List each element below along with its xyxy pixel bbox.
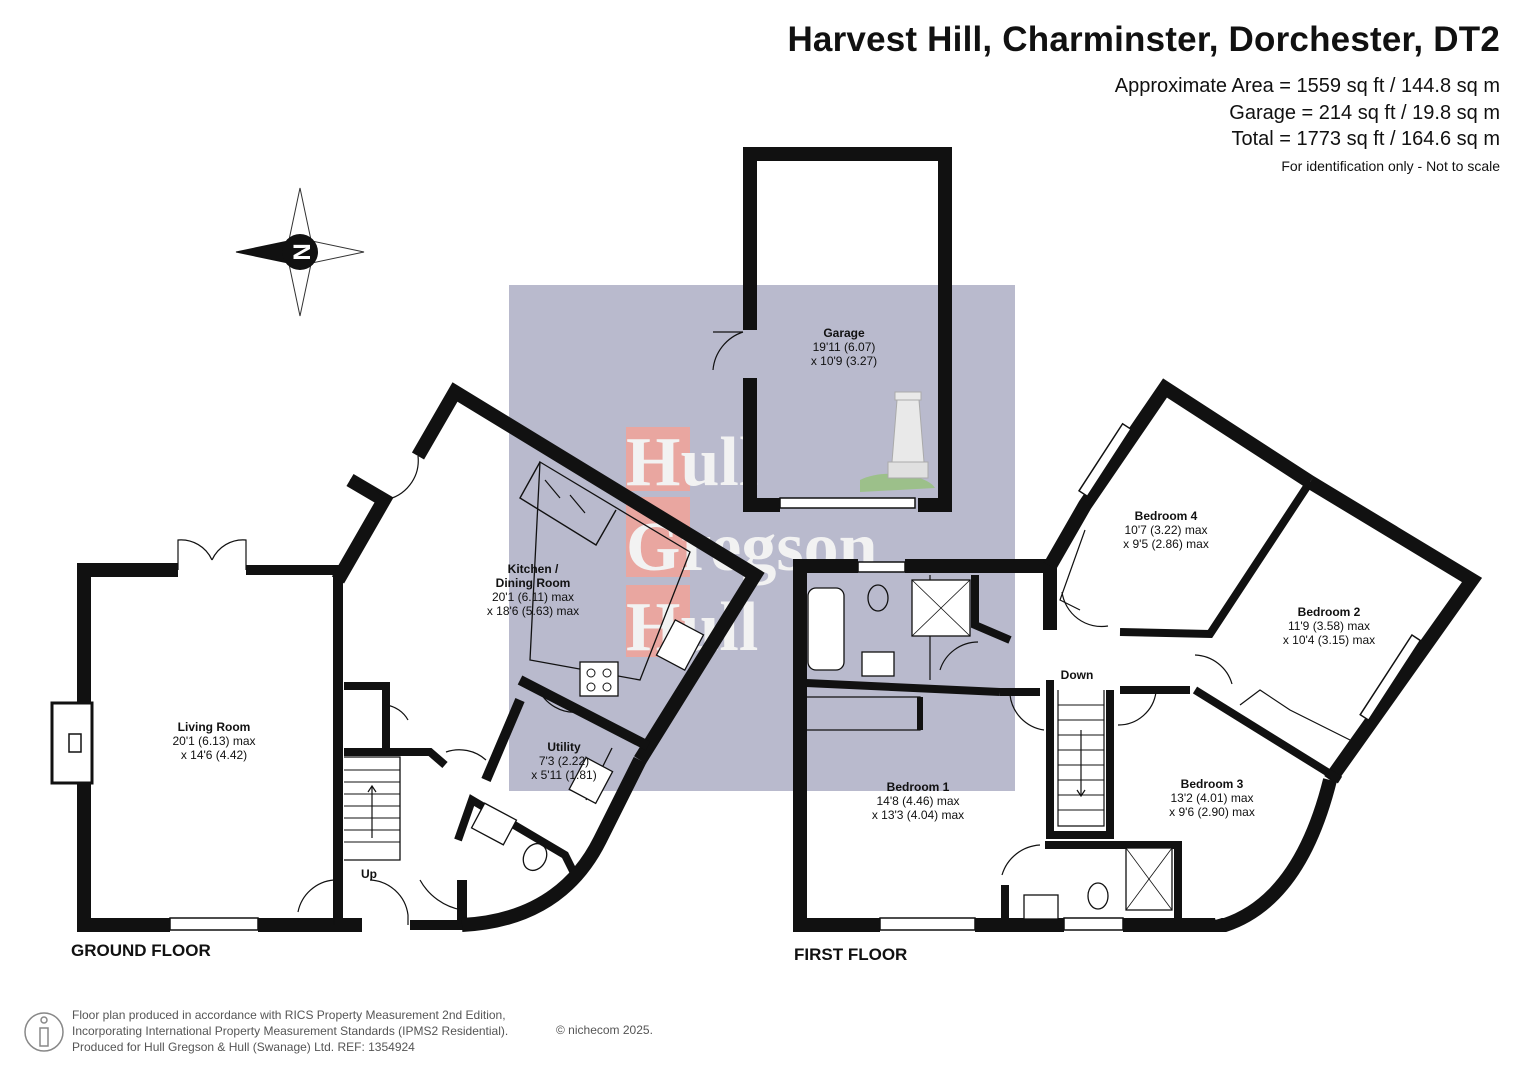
ground-floor-label: GROUND FLOOR (71, 941, 211, 960)
copyright: © nichecom 2025. (556, 1023, 653, 1037)
room-utility: Utility 7'3 (2.22) x 5'11 (1.81) (531, 740, 596, 782)
room-garage: Garage 19'11 (6.07) x 10'9 (3.27) (811, 326, 877, 368)
room-name: Bedroom 1 (886, 780, 950, 794)
room-dim: 13'2 (4.01) max (1170, 791, 1254, 805)
footer-person-icon (24, 1012, 64, 1052)
scale-note: For identification only - Not to scale (1281, 158, 1500, 174)
room-dim: x 10'4 (3.15) max (1282, 633, 1376, 647)
room-kitchen-dining: Kitchen / Dining Room 20'1 (6.11) max x … (487, 562, 579, 618)
room-dim: x 18'6 (5.63) max (486, 604, 580, 618)
footer-line: Produced for Hull Gregson & Hull (Swanag… (72, 1040, 415, 1054)
room-dim: x 5'11 (1.81) (531, 768, 597, 782)
room-name: Bedroom 2 (1297, 605, 1361, 619)
room-dim: x 9'5 (2.86) max (1123, 537, 1209, 551)
watermark-line-1: Hull (626, 424, 758, 501)
room-name: Utility (547, 740, 581, 754)
room-dim: 20'1 (6.13) max (172, 734, 256, 748)
room-bedroom-2: Bedroom 2 11'9 (3.58) max x 10'4 (3.15) … (1283, 605, 1375, 647)
walls (50, 147, 1483, 932)
footer-line: Incorporating International Property Mea… (72, 1024, 509, 1038)
room-dim: x 14'6 (4.42) (180, 748, 248, 762)
stairs-down-label: Down (1060, 668, 1094, 682)
room-dim: 11'9 (3.58) max (1287, 619, 1371, 633)
page-title: Harvest Hill, Charminster, Dorchester, D… (787, 20, 1500, 59)
room-name: Garage (823, 326, 865, 340)
first-floor-label: FIRST FLOOR (794, 945, 908, 964)
room-name: Kitchen / (507, 562, 559, 576)
monument-icon (860, 391, 935, 492)
approximate-area: Approximate Area = 1559 sq ft / 144.8 sq… (1114, 75, 1500, 97)
room-bedroom-4: Bedroom 4 10'7 (3.22) max x 9'5 (2.86) m… (1123, 509, 1209, 551)
room-dim: 14'8 (4.46) max (876, 794, 960, 808)
room-dim: x 10'9 (3.27) (810, 354, 878, 368)
room-dim: x 13'3 (4.04) max (871, 808, 965, 822)
watermark-logo: Hull Gregson Hull (626, 424, 878, 666)
room-name: Dining Room (495, 576, 571, 590)
room-dim: 20'1 (6.11) max (491, 590, 575, 604)
watermark-panel (509, 285, 1015, 791)
room-dim: x 9'6 (2.90) max (1169, 805, 1255, 819)
room-name: Living Room (177, 720, 251, 734)
room-dim: 19'11 (6.07) (812, 340, 876, 354)
total-area: Total = 1773 sq ft / 164.6 sq m (1231, 128, 1501, 150)
room-dim: 7'3 (2.22) (538, 754, 590, 768)
room-bedroom-1: Bedroom 1 14'8 (4.46) max x 13'3 (4.04) … (872, 780, 964, 822)
room-name: Bedroom 4 (1134, 509, 1198, 523)
footer-text: Floor plan produced in accordance with R… (72, 1007, 508, 1055)
garage-area: Garage = 214 sq ft / 19.8 sq m (1229, 102, 1500, 124)
room-bedroom-3: Bedroom 3 13'2 (4.01) max x 9'6 (2.90) m… (1169, 777, 1255, 819)
stairs-up-label: Up (361, 867, 377, 881)
room-name: Bedroom 3 (1180, 777, 1244, 791)
footer-line: Floor plan produced in accordance with R… (72, 1008, 506, 1022)
compass-rose-icon: N (235, 187, 365, 317)
room-living: Living Room 20'1 (6.13) max x 14'6 (4.42… (173, 720, 256, 762)
compass-letter: N (289, 243, 316, 260)
room-dim: 10'7 (3.22) max (1124, 523, 1208, 537)
